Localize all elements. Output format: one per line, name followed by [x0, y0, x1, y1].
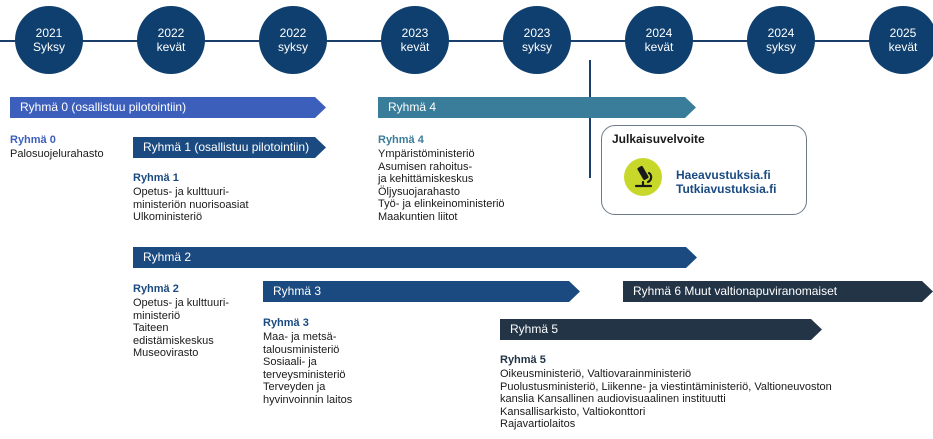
timeline-node-2023-syksy: 2023 syksy	[503, 6, 571, 74]
group2-title: Ryhmä 2	[133, 283, 179, 295]
member: talousministeriö	[263, 343, 340, 356]
group4-members: Ympäristöministeriö Asumisen rahoitus- j…	[378, 148, 505, 224]
member: Oikeusministeriö, Valtiovarainministeriö	[500, 368, 692, 380]
timeline-node-2021-syksy: 2021 Syksy	[15, 6, 83, 74]
node-year: 2021	[35, 26, 63, 40]
node-season: kevät	[400, 40, 430, 54]
member: Puolustusministeriö, Liikenne- ja viesti…	[500, 380, 832, 393]
group1-arrow: Ryhmä 1 (osallistuu pilotointiin)	[133, 137, 326, 158]
timeline-node-2024-kevat: 2024 kevät	[625, 6, 693, 74]
publication-deadline-line	[589, 60, 591, 178]
group2-arrow: Ryhmä 2	[133, 247, 697, 268]
member: ministeriö	[133, 309, 181, 322]
group3-arrow: Ryhmä 3	[263, 281, 580, 302]
haeavustuksia-link[interactable]: Haeavustuksia.fi	[676, 168, 771, 182]
node-season: kevät	[156, 40, 186, 54]
timeline-axis	[0, 40, 933, 42]
microscope-icon	[624, 158, 662, 196]
member: Taiteen	[133, 322, 169, 335]
tutkiavustuksia-link[interactable]: Tutkiavustuksia.fi	[676, 182, 777, 196]
timeline-node-2024-syksy: 2024 syksy	[747, 6, 815, 74]
group0-title: Ryhmä 0	[10, 134, 56, 146]
member: Palosuojelurahasto	[10, 148, 104, 160]
group1-members: Opetus- ja kulttuuri- ministeriön nuoris…	[133, 186, 249, 224]
member: Rajavartiolaitos	[500, 418, 576, 431]
member: Öljysuojarahasto	[378, 185, 460, 198]
member: kanslia Kansallinen audiovisuaalinen ins…	[500, 393, 726, 406]
node-season: syksy	[278, 40, 308, 54]
group5-title: Ryhmä 5	[500, 354, 546, 366]
timeline-node-2022-syksy: 2022 syksy	[259, 6, 327, 74]
group3-title: Ryhmä 3	[263, 317, 309, 329]
group2-members: Opetus- ja kulttuuri- ministeriö Taiteen…	[133, 297, 229, 360]
group6-arrow: Ryhmä 6 Muut valtionapuviranomaiset	[623, 281, 933, 302]
group0-arrow: Ryhmä 0 (osallistuu pilotointiin)	[10, 97, 326, 118]
member: Työ- ja elinkeinoministeriö	[378, 198, 505, 211]
group4-title: Ryhmä 4	[378, 134, 424, 146]
group1-title: Ryhmä 1	[133, 172, 179, 184]
member: hyvinvoinnin laitos	[263, 393, 353, 406]
node-year: 2022	[157, 26, 185, 40]
node-season: syksy	[766, 40, 796, 54]
node-season: Syksy	[32, 40, 65, 54]
publication-obligation-box: Julkaisuvelvoite Haeavustuksia.fi Tutkia…	[601, 125, 807, 215]
node-year: 2025	[889, 26, 917, 40]
timeline-node-2022-kevat: 2022 kevät	[137, 6, 205, 74]
member: terveysministeriö	[263, 368, 346, 381]
timeline-node-2023-kevat: 2023 kevät	[381, 6, 449, 74]
member: Opetus- ja kulttuuri-	[133, 297, 229, 309]
member: Opetus- ja kulttuuri-	[133, 186, 229, 198]
node-season: syksy	[522, 40, 552, 54]
member: Maa- ja metsä-	[263, 331, 337, 343]
member: ministeriön nuorisoasiat	[133, 198, 249, 211]
member: ja kehittämiskeskus	[378, 173, 474, 186]
node-year: 2023	[401, 26, 429, 40]
node-season: kevät	[888, 40, 918, 54]
node-year: 2024	[645, 26, 673, 40]
node-season: kevät	[644, 40, 674, 54]
group3-members: Maa- ja metsä- talousministeriö Sosiaali…	[263, 331, 352, 407]
node-year: 2023	[523, 26, 551, 40]
node-year: 2024	[767, 26, 795, 40]
publication-title: Julkaisuvelvoite	[612, 132, 705, 146]
publication-links: Haeavustuksia.fi Tutkiavustuksia.fi	[676, 168, 776, 196]
node-year: 2022	[279, 26, 307, 40]
member: Sosiaali- ja	[263, 356, 317, 369]
timeline-node-2025-kevat: 2025 kevät	[869, 6, 933, 74]
group5-arrow: Ryhmä 5	[500, 319, 822, 340]
member: Kansallisarkisto, Valtiokonttori	[500, 405, 646, 418]
member: edistämiskeskus	[133, 334, 214, 347]
member: Asumisen rahoitus-	[378, 160, 473, 173]
member: Ympäristöministeriö	[378, 148, 475, 160]
group4-arrow: Ryhmä 4	[378, 97, 696, 118]
group5-members: Oikeusministeriö, Valtiovarainministeriö…	[500, 368, 832, 431]
group0-members: Palosuojelurahasto	[10, 148, 104, 161]
member: Maakuntien liitot	[378, 210, 458, 223]
member: Ulkoministeriö	[133, 211, 203, 224]
member: Museovirasto	[133, 347, 199, 360]
member: Terveyden ja	[263, 381, 326, 394]
